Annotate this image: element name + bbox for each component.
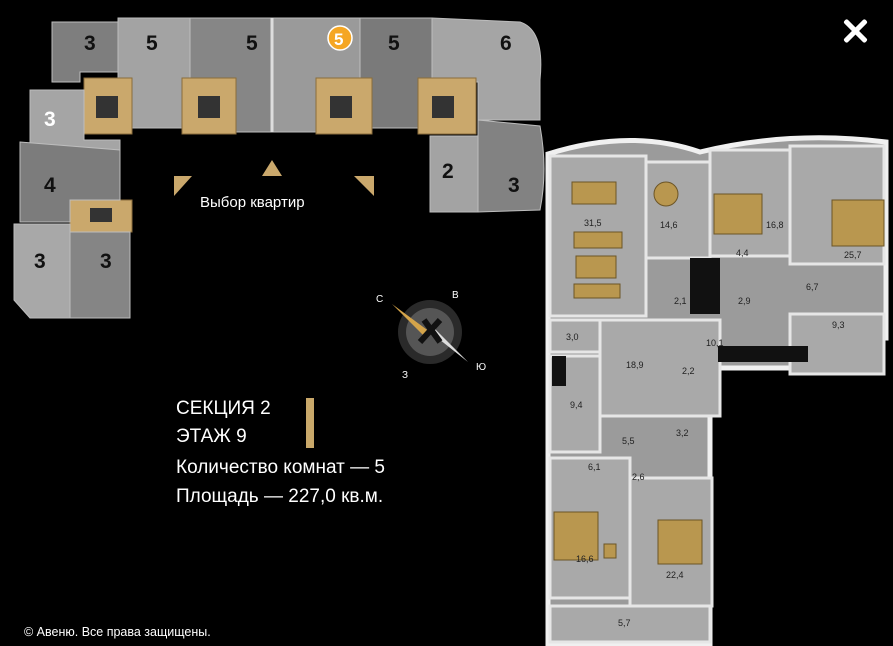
unit-number: 5 (146, 32, 158, 55)
unit-number: 3 (44, 108, 56, 131)
svg-text:5,5: 5,5 (622, 436, 635, 446)
selected-unit-badge-number: 5 (334, 30, 343, 49)
unit-number: 3 (100, 250, 112, 273)
floor-title: ЭТАЖ 9 (176, 426, 247, 447)
apartment-floor-plan: 31,5 14,6 16,8 25,7 4,4 6,7 2,1 2,9 3,0 … (545, 135, 889, 646)
close-icon[interactable] (838, 14, 872, 48)
svg-text:2,9: 2,9 (738, 296, 751, 306)
compass-n-label: С (376, 294, 383, 305)
svg-text:4,4: 4,4 (736, 248, 749, 258)
svg-text:16,6: 16,6 (576, 554, 594, 564)
compass-e-label: В (452, 290, 459, 301)
unit-number: 3 (34, 250, 46, 273)
unit-number: 2 (442, 160, 454, 183)
unit-number: 3 (508, 174, 520, 197)
unit-left-4[interactable] (69, 231, 131, 319)
compass-w-label: З (402, 370, 408, 381)
unit-top-6[interactable] (431, 17, 542, 121)
compass: С В Ю З (376, 290, 486, 381)
unit-right-2[interactable] (477, 119, 545, 213)
svg-text:2,6: 2,6 (632, 472, 645, 482)
unit-number: 6 (500, 32, 512, 55)
svg-text:22,4: 22,4 (666, 570, 684, 580)
unit-number: 5 (246, 32, 258, 55)
svg-text:3,2: 3,2 (676, 428, 689, 438)
svg-text:5,7: 5,7 (618, 618, 631, 628)
svg-text:14,6: 14,6 (660, 220, 678, 230)
unit-right-1[interactable] (429, 135, 479, 213)
arrow-left-icon[interactable] (174, 176, 192, 196)
arrow-up-icon[interactable] (262, 160, 282, 176)
unit-left-3[interactable] (13, 223, 71, 319)
unit-left-2[interactable] (19, 141, 121, 223)
svg-text:25,7: 25,7 (844, 250, 862, 260)
compass-s-label: Ю (476, 362, 486, 373)
room-count: Количество комнат — 5 (176, 457, 385, 478)
unit-number: 3 (84, 32, 96, 55)
selected-unit-badge[interactable] (327, 25, 353, 51)
svg-text:6,1: 6,1 (588, 462, 601, 472)
compass-needle-north (392, 304, 430, 336)
svg-text:18,9: 18,9 (626, 360, 644, 370)
building-section-map: 3 5 5 5 6 3 4 3 3 2 3 5 (13, 17, 545, 319)
apartment-selection-label[interactable]: Выбор квартир (200, 194, 305, 211)
apartment-area: Площадь — 227,0 кв.м. (176, 486, 384, 507)
section-title: СЕКЦИЯ 2 (176, 398, 271, 419)
svg-text:10,1: 10,1 (706, 338, 724, 348)
svg-text:31,5: 31,5 (584, 218, 602, 228)
svg-text:2,1: 2,1 (674, 296, 687, 306)
copyright-text: © Авеню. Все права защищены. (24, 625, 211, 639)
accent-bar (306, 398, 314, 448)
unit-number: 4 (44, 174, 56, 197)
arrow-right-icon[interactable] (354, 176, 374, 196)
svg-text:2,2: 2,2 (682, 366, 695, 376)
svg-text:16,8: 16,8 (766, 220, 784, 230)
svg-text:9,3: 9,3 (832, 320, 845, 330)
svg-text:3,0: 3,0 (566, 332, 579, 342)
svg-text:9,4: 9,4 (570, 400, 583, 410)
svg-text:6,7: 6,7 (806, 282, 819, 292)
unit-number: 5 (388, 32, 400, 55)
